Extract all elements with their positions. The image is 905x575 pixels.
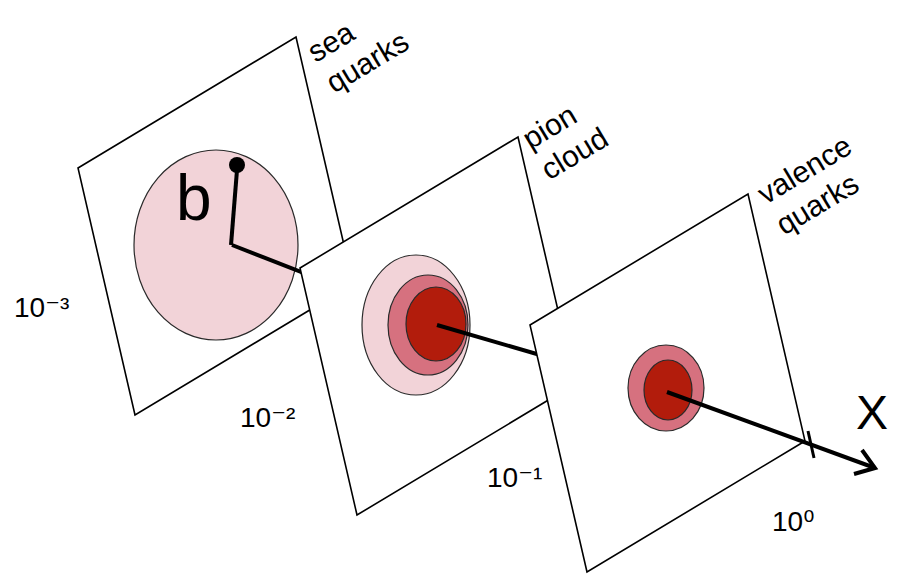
plane-outline: [78, 37, 353, 415]
plane-outline: [530, 194, 805, 572]
x-slice-plane: valence quarks: [530, 194, 805, 572]
x-axis: [667, 392, 875, 468]
density-contour: [362, 255, 470, 395]
axis-label: X: [856, 389, 888, 437]
slice-illustration: [134, 150, 298, 340]
density-contour: [406, 287, 466, 361]
density-contour: [628, 345, 704, 431]
sea-quark-distribution: b: [134, 150, 298, 340]
axis-tick-label: 10⁻³: [14, 294, 69, 322]
axis-tick-label: 10⁻²: [240, 404, 295, 432]
plane-heading: valence quarks: [751, 126, 880, 243]
density-contour: [134, 150, 298, 340]
slice-illustration: [530, 194, 805, 572]
plane-heading: pion cloud: [516, 87, 617, 187]
axis-arrowhead: [854, 450, 875, 474]
impact-parameter-vector: [231, 170, 237, 245]
density-contour: [644, 360, 692, 420]
impact-parameter-symbol: b: [176, 166, 212, 230]
density-contour: [388, 275, 468, 375]
plane-heading: sea quarks: [301, 0, 419, 101]
parton-dot: [229, 157, 245, 173]
x-slice-plane: bsea quarks: [78, 37, 353, 415]
axis-tick-label: 10⁻¹: [487, 464, 542, 492]
axis-tick-label: 10⁰: [772, 508, 814, 536]
axis-tick: [808, 431, 814, 458]
